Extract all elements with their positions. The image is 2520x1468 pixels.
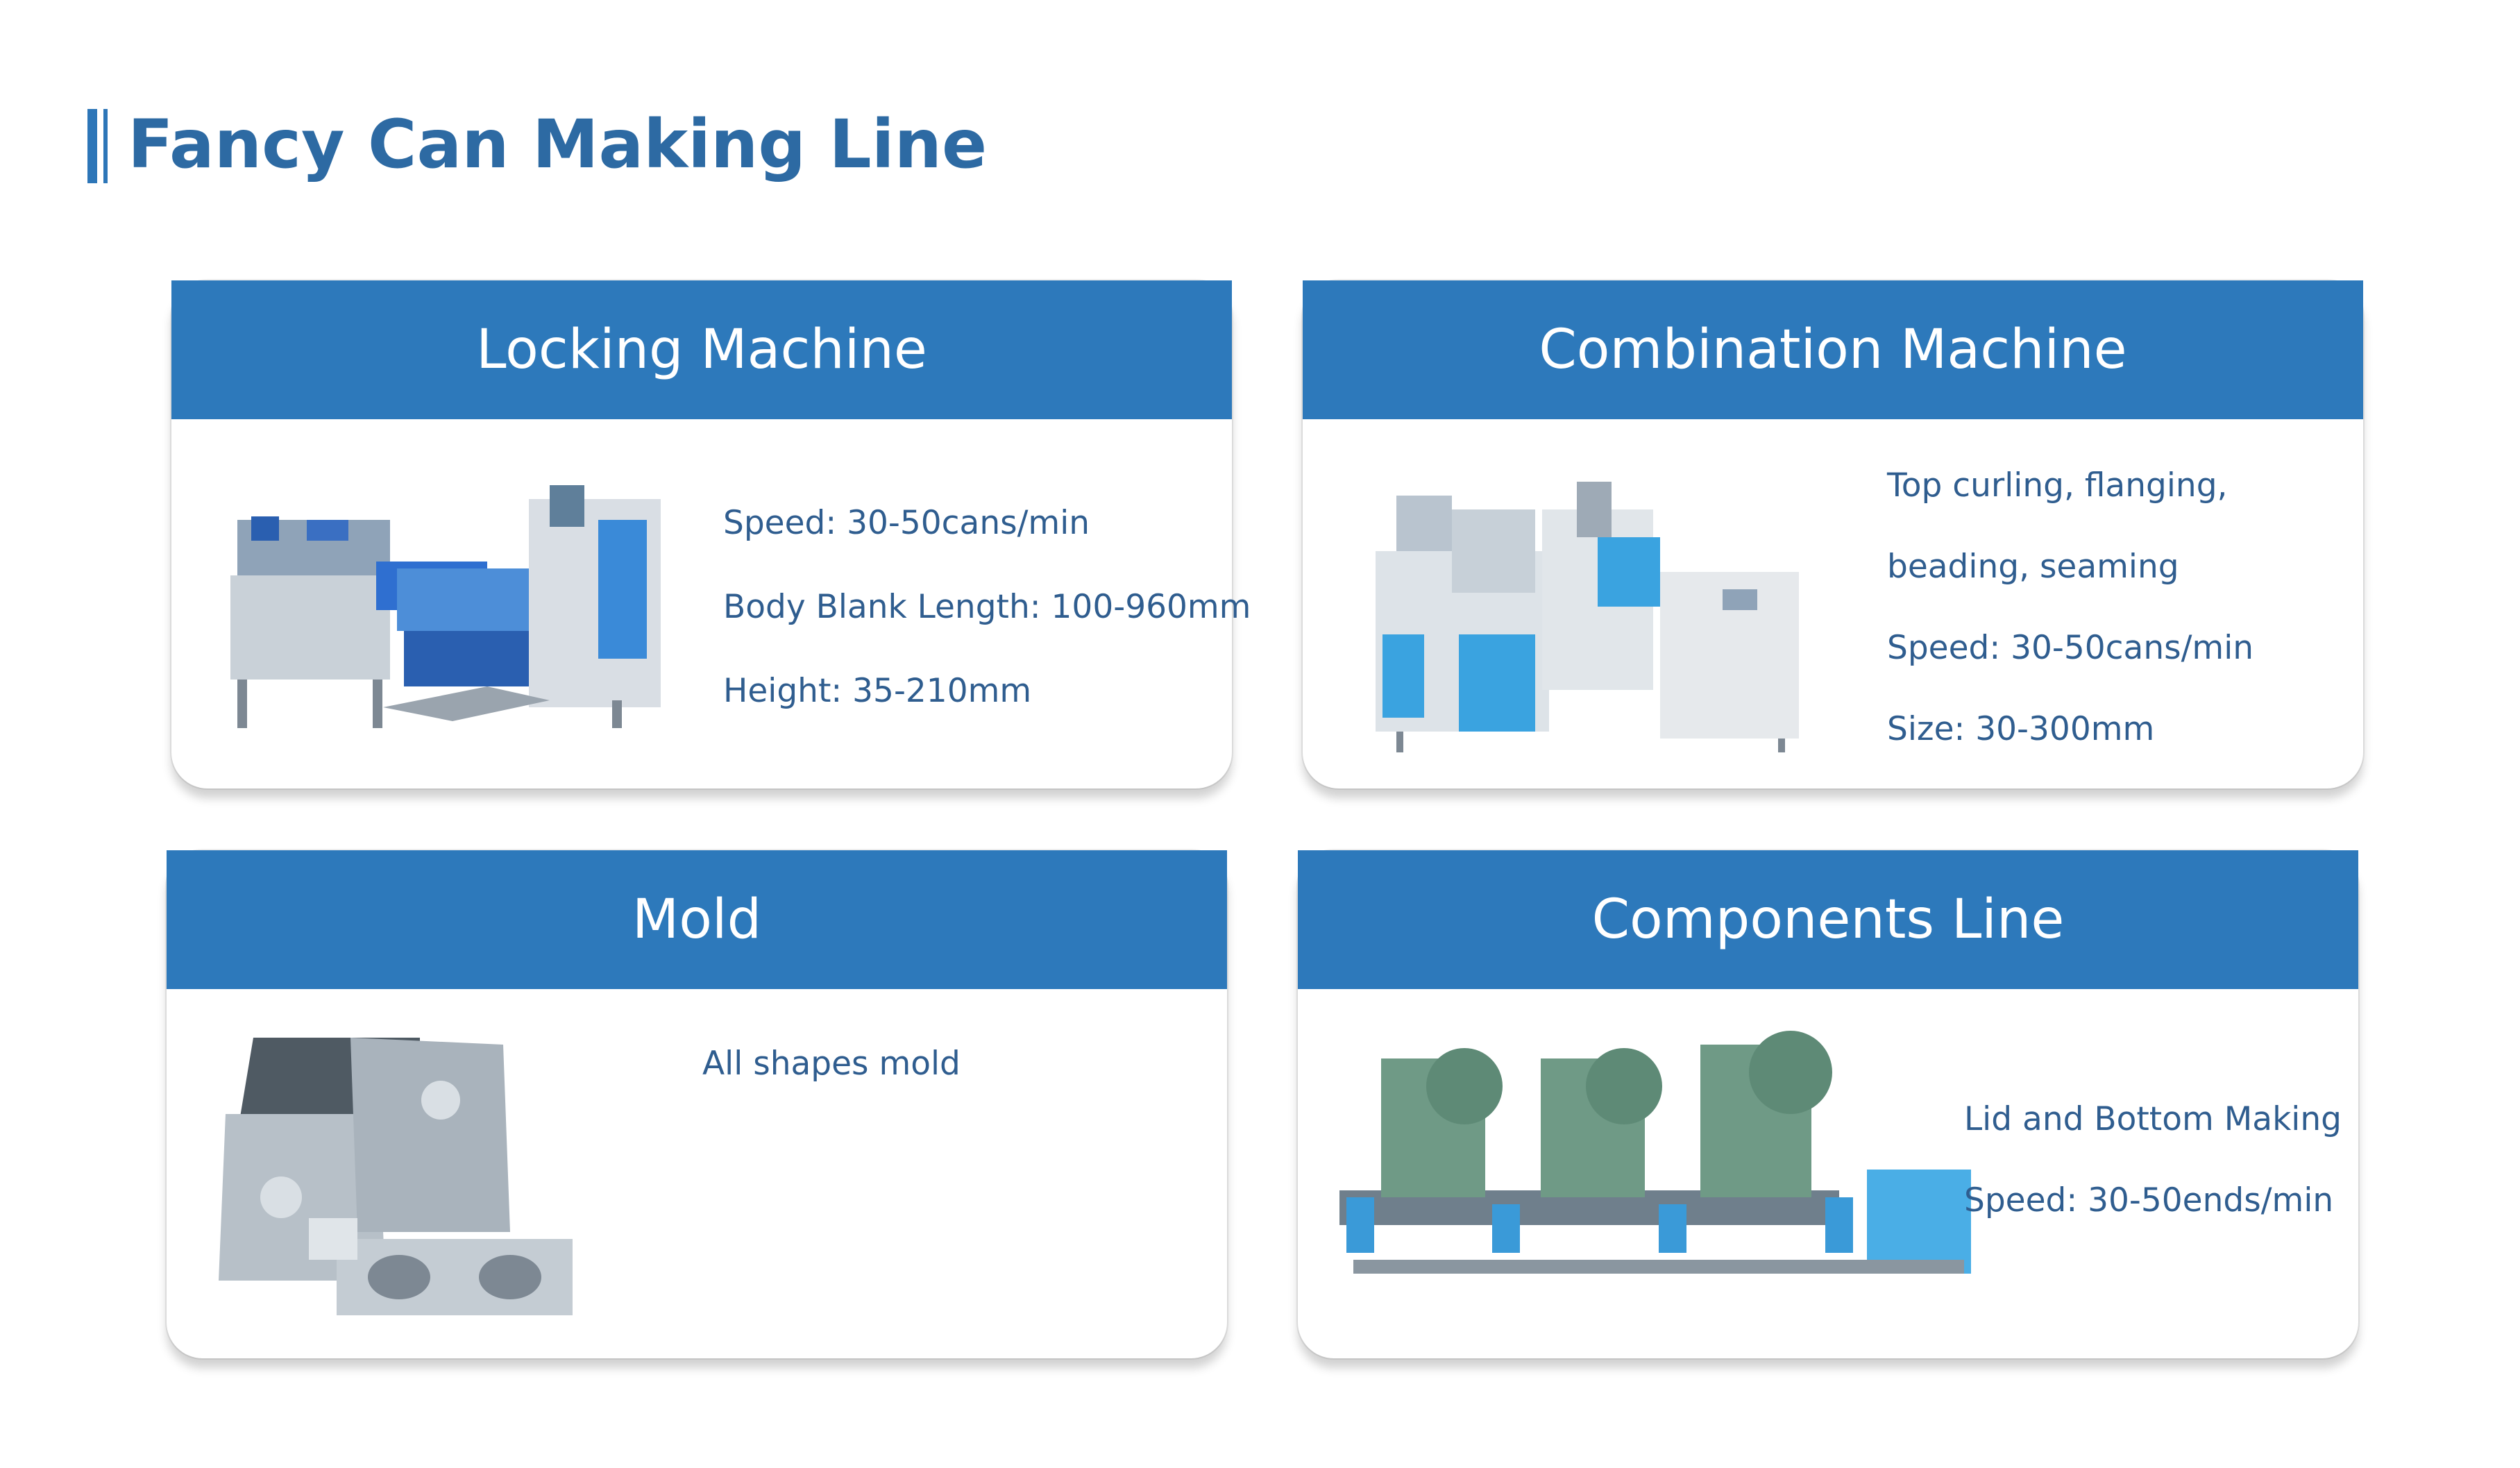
spec-line: Speed: 30-50ends/min (1964, 1181, 2334, 1220)
card-title: Mold (167, 850, 1227, 989)
spec-line: Lid and Bottom Making (1964, 1100, 2342, 1138)
mold-photo (219, 1038, 573, 1315)
card-title: Locking Machine (171, 280, 1232, 419)
spec-line: Speed: 30-50cans/min (723, 504, 1090, 542)
title-accent-bar (87, 109, 97, 183)
components-line-photo (1339, 1031, 1971, 1274)
combination-machine-photo (1376, 482, 1799, 752)
card-locking-machine: Locking Machine Speed: 30-50cans/min Bod… (171, 280, 1251, 788)
page-title: Fancy Can Making Line (128, 106, 988, 183)
spec-line: Height: 35-210mm (723, 672, 1032, 710)
title-accent-bar-thin (103, 109, 108, 183)
spec-line: Size: 30-300mm (1887, 710, 2155, 748)
spec-line: Top curling, flanging, (1887, 466, 2228, 505)
card-combination-machine: Combination Machine Top curling, flangin… (1303, 280, 2363, 788)
card-title: Combination Machine (1303, 280, 2363, 419)
card-components-line: Components Line Lid and Bottom Making Sp… (1298, 850, 2358, 1358)
card-mold: Mold All shapes mold (167, 850, 1227, 1358)
spec-line: beading, seaming (1887, 548, 2179, 586)
card-title: Components Line (1298, 850, 2358, 989)
spec-line: Body Blank Length: 100-960mm (723, 588, 1251, 626)
locking-machine-photo (230, 485, 661, 728)
spec-line: All shapes mold (702, 1045, 961, 1083)
spec-line: Speed: 30-50cans/min (1887, 629, 2254, 667)
